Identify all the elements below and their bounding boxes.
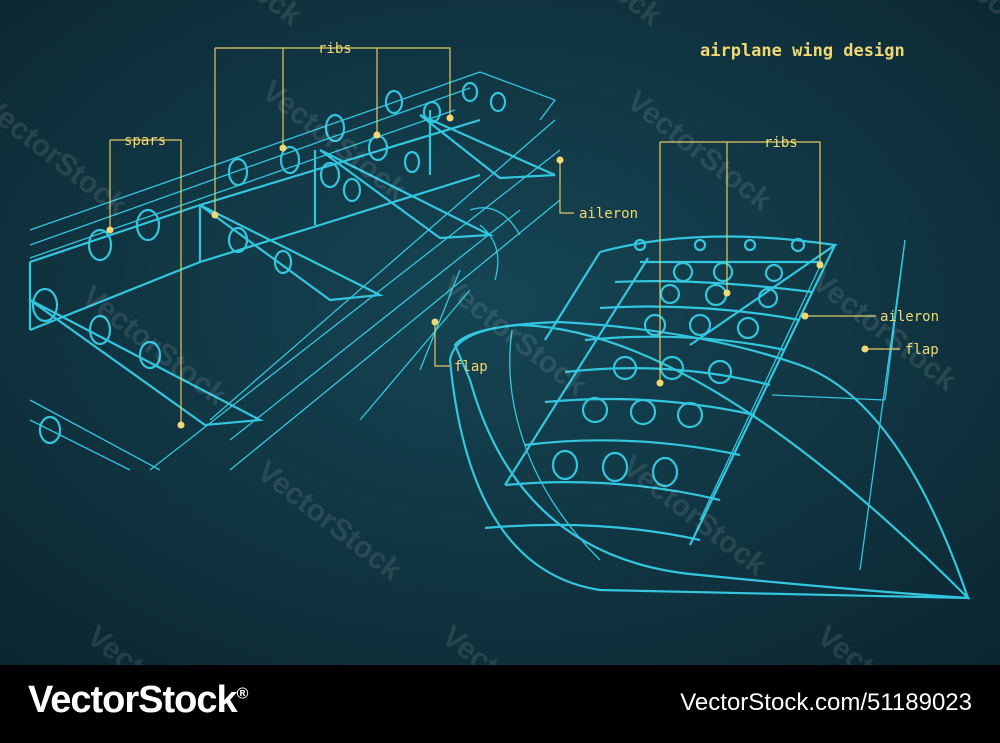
- leader-lines: [109, 47, 900, 425]
- brand-logo: VectorStock®: [28, 679, 248, 721]
- left-ribs-label: ribs: [318, 41, 352, 57]
- left-spars-label: spars: [124, 133, 166, 149]
- blueprint-illustration: airplane wing design ribs spars aileron …: [0, 0, 1000, 665]
- right-wing-structure: [448, 235, 971, 600]
- stock-footer-bar: VectorStock® VectorStock.com/51189023: [0, 665, 1000, 743]
- right-flap-label: flap: [905, 342, 939, 358]
- left-flap-label: flap: [454, 359, 488, 375]
- left-wing-structure: [28, 71, 561, 471]
- left-aileron-label: aileron: [579, 206, 638, 222]
- right-aileron-label: aileron: [880, 309, 939, 325]
- leader-dots: [106, 114, 869, 429]
- image-id-text: VectorStock.com/51189023: [680, 689, 972, 716]
- diagram-title: airplane wing design: [700, 41, 905, 61]
- right-ribs-label: ribs: [764, 135, 798, 151]
